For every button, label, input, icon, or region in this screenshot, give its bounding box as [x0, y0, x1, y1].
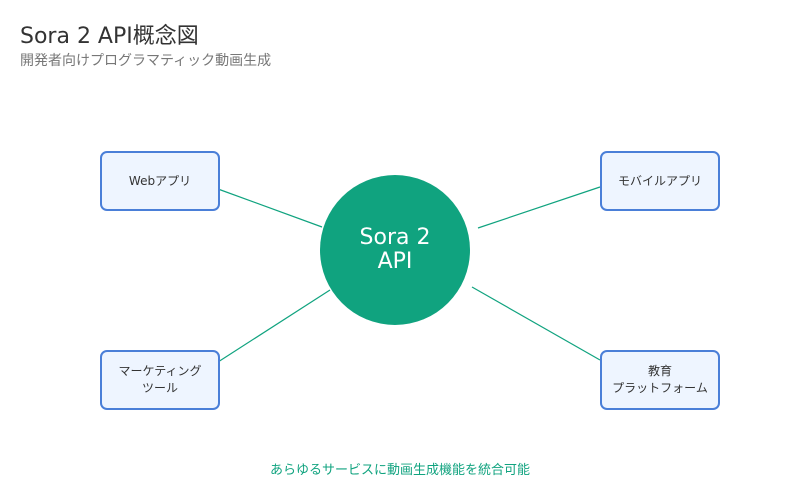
connector-mobile — [477, 186, 601, 229]
footer-caption: あらゆるサービスに動画生成機能を統合可能 — [269, 463, 530, 478]
connector-marketing — [217, 289, 331, 363]
hub-line1: Sora 2 — [359, 225, 431, 250]
sora-api-hub: Sora 2 API — [320, 175, 470, 325]
page-title: Sora 2 API概念図 — [20, 24, 199, 49]
hub-line2: API — [377, 249, 413, 274]
node-label: Webアプリ — [128, 173, 192, 188]
node-mobile-app: モバイルアプリ — [600, 151, 720, 211]
node-label-line2: プラットフォーム — [612, 381, 708, 395]
connector-web — [217, 188, 323, 228]
node-label: モバイルアプリ — [617, 173, 702, 188]
node-education-platform: 教育プラットフォーム — [600, 350, 720, 410]
node-marketing-tool: マーケティングツール — [100, 350, 220, 410]
page-subtitle: 開発者向けプログラマティック動画生成 — [20, 53, 272, 69]
node-label: マーケティング — [118, 364, 202, 378]
node-label: 教育 — [647, 364, 672, 378]
connector-education — [471, 286, 601, 361]
node-label-line2: ツール — [141, 381, 178, 395]
node-web-app: Webアプリ — [100, 151, 220, 211]
